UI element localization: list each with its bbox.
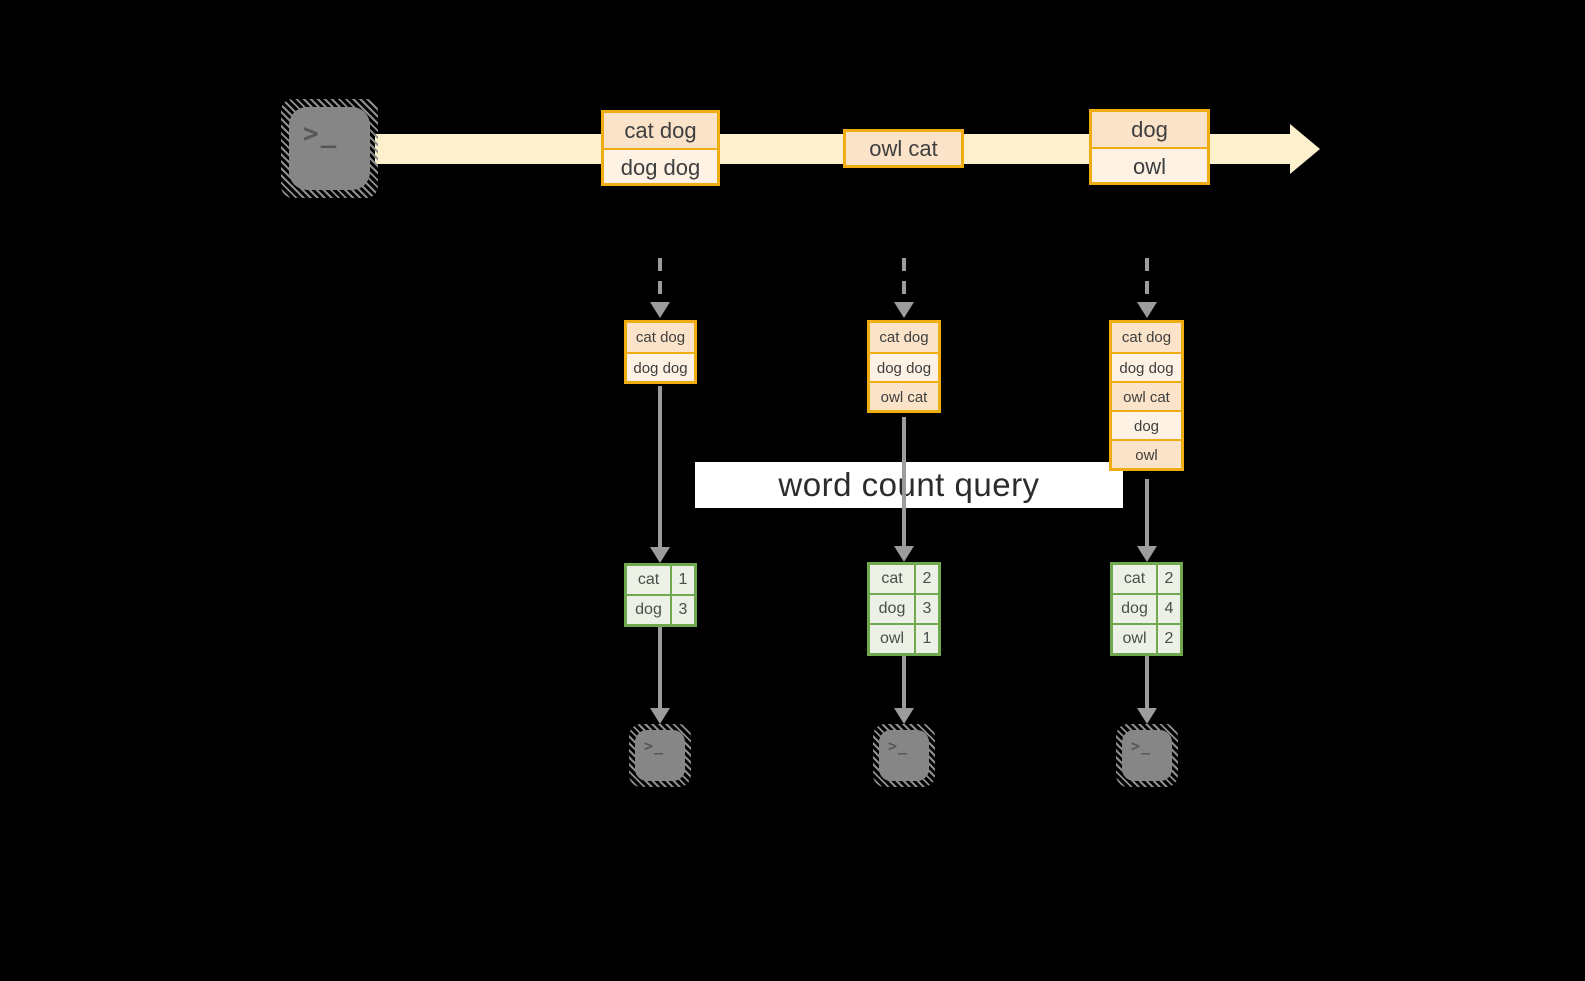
stream-event-row: cat dog — [604, 113, 717, 148]
table-row: dog 3 — [870, 595, 938, 623]
count-cell: 1 — [672, 566, 694, 594]
arrowhead-icon — [1137, 302, 1157, 318]
arrowhead-icon — [894, 708, 914, 724]
terminal-prompt-glyph: >_ — [303, 119, 339, 149]
result-arrow-2 — [893, 656, 915, 724]
dashed-line — [658, 258, 662, 302]
word-cell: owl — [870, 625, 914, 653]
count-cell: 4 — [1158, 595, 1180, 623]
stream-arrowhead-icon — [1290, 124, 1320, 174]
terminal-prompt-glyph: >_ — [1131, 737, 1152, 755]
terminal-screen: >_ — [635, 730, 685, 781]
buffer-row: dog dog — [627, 352, 694, 381]
arrow-line — [1145, 479, 1149, 546]
buffer-row: cat dog — [870, 323, 938, 352]
count-cell: 2 — [1158, 625, 1180, 653]
count-cell: 2 — [916, 565, 938, 593]
stream-event-row: dog — [1092, 112, 1207, 147]
buffer-row: owl — [1112, 439, 1181, 468]
stream-event-row: owl — [1092, 147, 1207, 182]
count-table-1: cat 1 dog 3 — [624, 563, 697, 627]
result-arrow-3 — [1136, 656, 1158, 724]
ingest-arrow-1 — [649, 258, 671, 318]
table-row: cat 2 — [1113, 565, 1180, 593]
word-cell: dog — [870, 595, 914, 623]
arrowhead-icon — [650, 547, 670, 563]
terminal-output-icon-2: >_ — [873, 724, 935, 787]
terminal-screen: >_ — [879, 730, 929, 781]
buffer-stack-2: cat dog dog dog owl cat — [867, 320, 941, 413]
stream-event-2: owl cat — [843, 129, 964, 168]
buffer-row: cat dog — [627, 323, 694, 352]
arrowhead-icon — [894, 302, 914, 318]
count-table-3: cat 2 dog 4 owl 2 — [1110, 562, 1183, 656]
result-arrow-1 — [649, 627, 671, 724]
ingest-arrow-3 — [1136, 258, 1158, 318]
count-cell: 3 — [916, 595, 938, 623]
arrowhead-icon — [894, 546, 914, 562]
terminal-output-icon-3: >_ — [1116, 724, 1178, 787]
stream-event-row: dog dog — [604, 148, 717, 183]
buffer-row: dog — [1112, 410, 1181, 439]
terminal-prompt-glyph: >_ — [888, 737, 909, 755]
query-arrow-2 — [893, 417, 915, 562]
terminal-screen: >_ — [289, 107, 370, 190]
count-cell: 1 — [916, 625, 938, 653]
buffer-stack-3: cat dog dog dog owl cat dog owl — [1109, 320, 1184, 471]
word-cell: cat — [870, 565, 914, 593]
table-row: cat 1 — [627, 566, 694, 594]
table-row: cat 2 — [870, 565, 938, 593]
query-label: word count query — [778, 466, 1040, 503]
query-label-banner: word count query — [695, 462, 1123, 508]
arrow-line — [658, 627, 662, 708]
word-cell: dog — [627, 596, 670, 624]
buffer-row: dog dog — [870, 352, 938, 381]
count-table-2: cat 2 dog 3 owl 1 — [867, 562, 941, 656]
table-row: dog 4 — [1113, 595, 1180, 623]
query-arrow-3 — [1136, 479, 1158, 562]
stream-event-1: cat dog dog dog — [601, 110, 720, 186]
buffer-row: owl cat — [870, 381, 938, 410]
dashed-line — [1145, 258, 1149, 302]
word-cell: cat — [627, 566, 670, 594]
word-cell: owl — [1113, 625, 1156, 653]
arrow-line — [902, 656, 906, 708]
stream-event-row: owl cat — [846, 132, 961, 165]
arrowhead-icon — [650, 708, 670, 724]
arrowhead-icon — [1137, 546, 1157, 562]
dashed-line — [902, 258, 906, 302]
word-cell: dog — [1113, 595, 1156, 623]
terminal-screen: >_ — [1122, 730, 1172, 781]
count-cell: 2 — [1158, 565, 1180, 593]
terminal-prompt-glyph: >_ — [644, 737, 665, 755]
arrow-line — [658, 386, 662, 547]
buffer-row: owl cat — [1112, 381, 1181, 410]
arrow-line — [902, 417, 906, 546]
terminal-output-icon-1: >_ — [629, 724, 691, 787]
terminal-source-icon: >_ — [281, 99, 378, 198]
buffer-row: dog dog — [1112, 352, 1181, 381]
stream-event-3: dog owl — [1089, 109, 1210, 185]
table-row: owl 2 — [1113, 625, 1180, 653]
word-cell: cat — [1113, 565, 1156, 593]
count-cell: 3 — [672, 596, 694, 624]
arrow-line — [1145, 656, 1149, 708]
arrowhead-icon — [650, 302, 670, 318]
buffer-stack-1: cat dog dog dog — [624, 320, 697, 384]
table-row: dog 3 — [627, 596, 694, 624]
arrowhead-icon — [1137, 708, 1157, 724]
buffer-row: cat dog — [1112, 323, 1181, 352]
table-row: owl 1 — [870, 625, 938, 653]
query-arrow-1 — [649, 386, 671, 563]
ingest-arrow-2 — [893, 258, 915, 318]
